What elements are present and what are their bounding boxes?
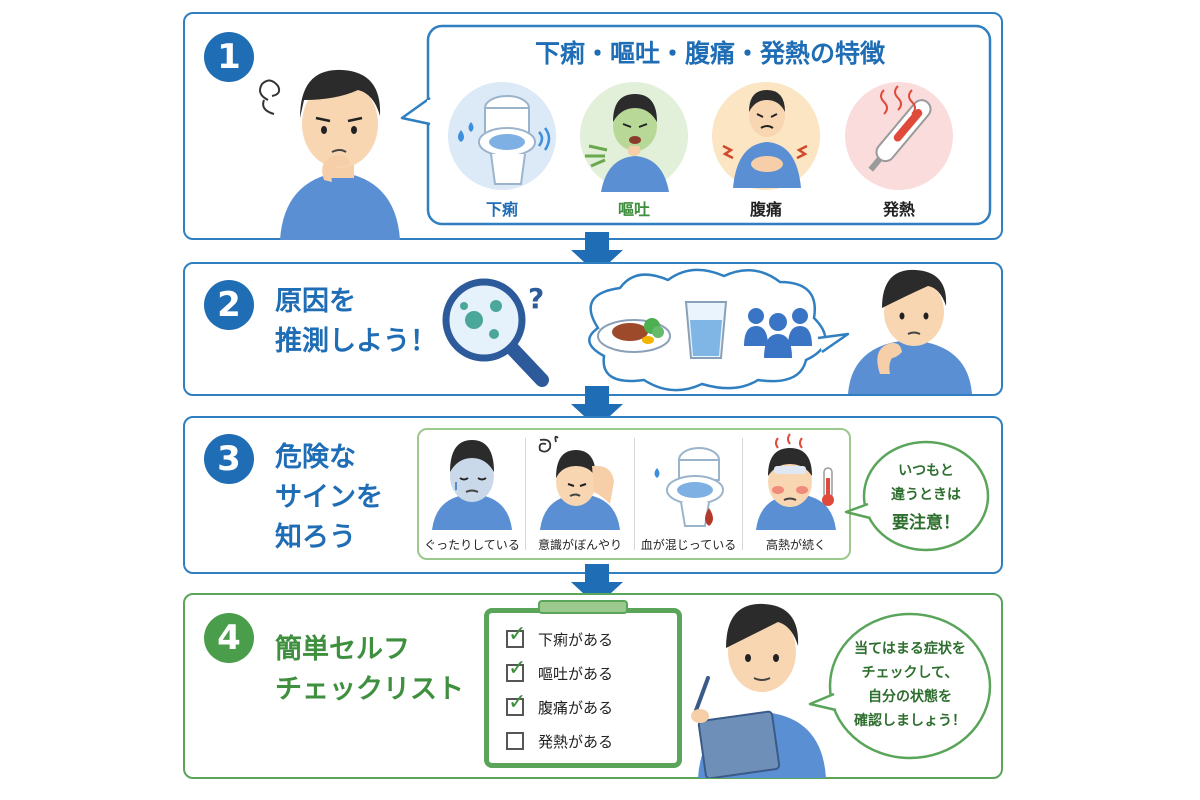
caution-bubble-line-2: 違うときは <box>891 487 961 503</box>
check-icon: ✓ <box>508 622 527 647</box>
food-plate-icon <box>597 318 671 353</box>
check-icon: ✓ <box>508 656 527 681</box>
checkbox-unchecked[interactable] <box>506 732 524 750</box>
symptom-speech-bubble <box>400 24 992 226</box>
instruction-bubble-line-4: 確認しましょう！ <box>854 713 966 729</box>
caution-bubble-line-3: 要注意！ <box>892 513 960 533</box>
thermometer-icon <box>845 82 953 190</box>
sign-divider <box>634 438 635 550</box>
step-3-number: 3 <box>204 434 254 484</box>
fever-person-icon <box>756 433 836 530</box>
checklist-label: 腹痛がある <box>538 699 614 717</box>
step-3-title: 危険な サインを 知ろう <box>275 442 383 553</box>
man-with-clipboard-illustration <box>691 603 826 778</box>
sign-label-dizzy: 意識がぼんやり <box>537 538 622 552</box>
clipboard-clip <box>538 600 628 614</box>
down-arrow-icon <box>571 386 623 428</box>
checkbox-checked[interactable] <box>506 698 524 716</box>
checklist-item[interactable]: ✓ 下痢がある <box>506 622 676 654</box>
symptom-label-vomiting: 嘔吐 <box>617 200 650 219</box>
germ-icon <box>460 300 502 339</box>
thinking-man-2-illustration <box>848 269 972 394</box>
instruction-bubble-line-3: 自分の状態を <box>868 689 952 705</box>
step-1-title: 下痢・嘔吐・腹痛・発熱の特徴 <box>534 39 885 68</box>
checklist-label: 下痢がある <box>538 631 614 649</box>
instruction-bubble-line-1: 当てはまる症状を <box>854 641 966 657</box>
symptom-label-fever: 発熱 <box>882 200 915 219</box>
caution-bubble-line-1: いつもと <box>898 463 954 479</box>
checklist-clipboard <box>484 608 682 768</box>
sign-divider <box>742 438 743 550</box>
down-arrow-icon <box>571 232 623 274</box>
checkbox-checked[interactable] <box>506 630 524 648</box>
checklist-item[interactable]: ✓ 腹痛がある <box>506 690 676 722</box>
down-arrow-icon <box>571 564 623 606</box>
checklist-item[interactable]: ✓ 嘔吐がある <box>506 656 676 688</box>
checklist-label: 発熱がある <box>538 733 614 751</box>
checklist-label: 嘔吐がある <box>538 665 614 683</box>
stomachache-person-icon <box>712 82 820 190</box>
water-glass-icon <box>684 301 728 359</box>
thinking-man-illustration <box>259 69 400 240</box>
magnifier-germs-icon <box>442 278 549 387</box>
sign-divider <box>525 438 526 550</box>
caution-speech-bubble <box>844 440 990 552</box>
question-mark: ? <box>528 282 545 315</box>
toilet-icon <box>448 82 556 190</box>
toilet-blood-icon <box>654 447 724 527</box>
sign-label-exhausted: ぐったりしている <box>424 538 520 552</box>
symptom-label-stomachache: 腹痛 <box>749 200 782 219</box>
symptom-label-diarrhea: 下痢 <box>485 200 518 219</box>
instruction-bubble-line-2: チェックして、 <box>861 665 959 681</box>
exhausted-person-icon <box>432 440 512 530</box>
dizzy-person-icon <box>538 435 620 530</box>
sign-label-blood: 血が混じっている <box>640 538 737 552</box>
group-people-icon <box>744 308 812 358</box>
step-4-title: 簡単セルフ チェックリスト <box>275 634 464 705</box>
step-2-title: 原因を 推測しよう！ <box>275 286 437 357</box>
vomiting-person-icon <box>580 82 688 192</box>
confusion-swirl-icon <box>259 79 281 115</box>
step-2-number: 2 <box>204 280 254 330</box>
checkbox-checked[interactable] <box>506 664 524 682</box>
instruction-speech-bubble <box>808 612 992 760</box>
step-1-number: 1 <box>204 32 254 82</box>
check-icon: ✓ <box>508 690 527 715</box>
sign-label-high-fever: 高熱が続く <box>765 538 826 552</box>
checklist-item[interactable]: 発熱がある <box>506 728 676 756</box>
step-4-number: 4 <box>204 613 254 663</box>
